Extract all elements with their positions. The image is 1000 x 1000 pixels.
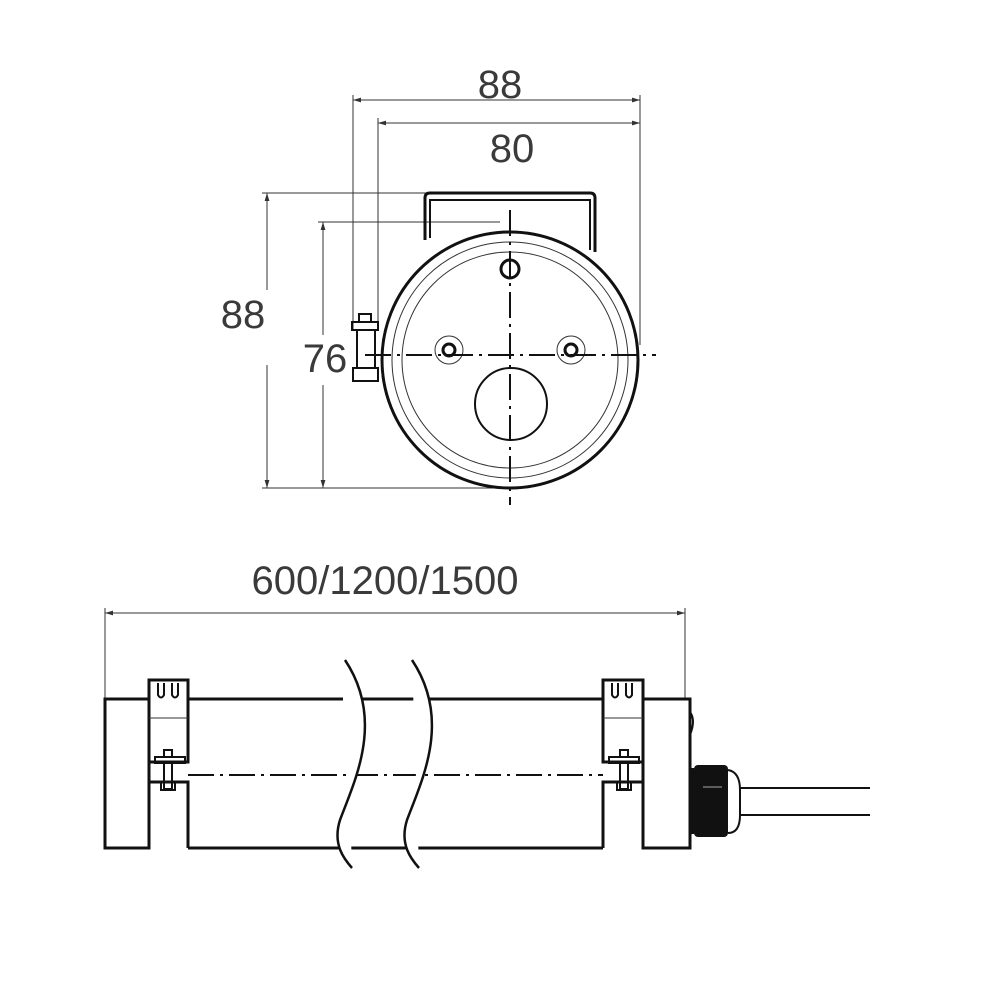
vent-knob [689,711,694,736]
clip-right [601,678,645,848]
side-bolt [351,313,379,382]
break-line-left [336,659,367,869]
cable-gland [690,765,741,837]
end-cap-right [641,697,692,850]
dimension-width-80: 80 [377,118,640,330]
clip-left [147,678,190,848]
mounting-bracket [423,191,597,252]
dimension-label-width-80: 80 [490,127,535,171]
break-line-right [403,659,434,869]
dimension-height-76: 76 [303,221,500,488]
dimension-label-height-88: 88 [221,293,266,337]
dimension-width-88: 88 [352,63,641,345]
end-view: 88 80 88 76 [221,63,656,505]
dimension-label-width-88: 88 [478,63,523,107]
side-view: 600/1200/1500 [103,559,870,869]
dimension-label-length: 600/1200/1500 [252,559,519,603]
dimension-label-height-76: 76 [303,337,348,381]
dimension-length: 600/1200/1500 [104,559,686,700]
end-cap-left [103,697,151,850]
dimension-height-88: 88 [221,192,510,489]
